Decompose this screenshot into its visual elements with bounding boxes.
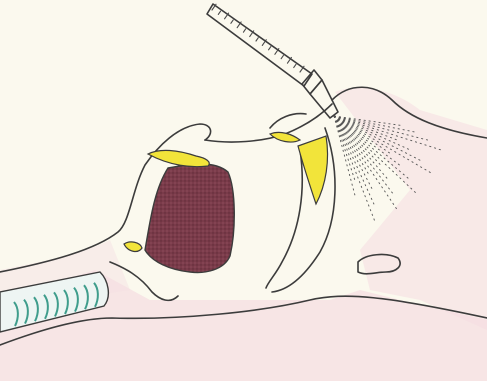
illustration (0, 0, 487, 381)
drawing-canvas (0, 0, 487, 381)
